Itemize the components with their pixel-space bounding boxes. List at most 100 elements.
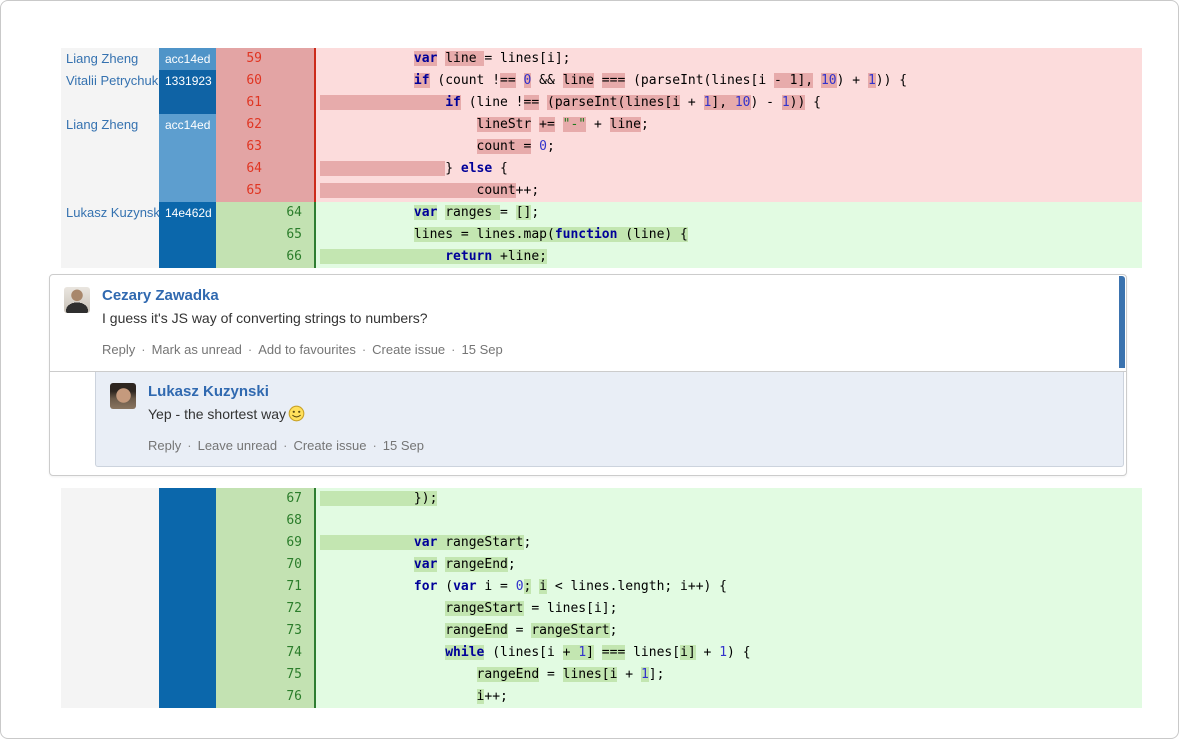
author-name xyxy=(61,598,159,620)
code-line: count++; xyxy=(314,180,1142,202)
code-line: var rangeStart; xyxy=(314,532,1142,554)
comment-action-link[interactable]: Reply xyxy=(148,438,182,453)
author-name: Vitalii Petrychuk xyxy=(61,70,159,92)
commit-hash xyxy=(159,532,216,554)
new-line-number[interactable]: 66 xyxy=(262,246,314,268)
new-line-number[interactable]: 70 xyxy=(262,554,314,576)
comment-action-link[interactable]: Reply xyxy=(102,342,136,357)
comment-action-link[interactable]: Create issue xyxy=(293,438,367,453)
new-line-number[interactable] xyxy=(262,92,314,114)
commit-hash xyxy=(159,576,216,598)
old-line-number[interactable] xyxy=(216,554,262,576)
commit-hash xyxy=(159,642,216,664)
comment-date: 15 Sep xyxy=(382,438,424,453)
commit-hash[interactable]: 14e462d xyxy=(159,202,216,224)
comment-action-link[interactable]: Mark as unread xyxy=(151,342,242,357)
author-name xyxy=(61,224,159,246)
comment-action-link[interactable]: Leave unread xyxy=(197,438,278,453)
new-line-number[interactable] xyxy=(262,114,314,136)
new-line-number[interactable]: 71 xyxy=(262,576,314,598)
new-line-number[interactable]: 65 xyxy=(262,224,314,246)
new-line-number[interactable]: 64 xyxy=(262,202,314,224)
author-name xyxy=(61,158,159,180)
old-line-number[interactable]: 62 xyxy=(216,114,262,136)
diff-row: 75 rangeEnd = lines[i + 1]; xyxy=(61,664,1142,686)
new-line-number[interactable] xyxy=(262,158,314,180)
old-line-number[interactable]: 60 xyxy=(216,70,262,92)
divider xyxy=(50,371,1126,372)
old-line-number[interactable]: 65 xyxy=(216,180,262,202)
diff-row: 70 var rangeEnd; xyxy=(61,554,1142,576)
avatar xyxy=(110,383,136,409)
comment-action-link[interactable]: Create issue xyxy=(372,342,446,357)
author-name xyxy=(61,554,159,576)
diff-row: 65 count++; xyxy=(61,180,1142,202)
new-line-number[interactable] xyxy=(262,48,314,70)
old-line-number[interactable] xyxy=(216,488,262,510)
diff-row: 69 var rangeStart; xyxy=(61,532,1142,554)
old-line-number[interactable] xyxy=(216,532,262,554)
old-line-number[interactable] xyxy=(216,224,262,246)
diff-row: 65 lines = lines.map(function (line) { xyxy=(61,224,1142,246)
action-separator: · xyxy=(361,342,367,357)
unread-indicator xyxy=(1119,276,1125,368)
author-name: Lukasz Kuzynski xyxy=(61,202,159,224)
diff-row: 67 }); xyxy=(61,488,1142,510)
commit-hash xyxy=(159,510,216,532)
diff-row: 61 if (line !== (parseInt(lines[i + 1], … xyxy=(61,92,1142,114)
old-line-number[interactable] xyxy=(216,598,262,620)
code-line: i++; xyxy=(314,686,1142,708)
code-line: count = 0; xyxy=(314,136,1142,158)
new-line-number[interactable]: 72 xyxy=(262,598,314,620)
new-line-number[interactable]: 68 xyxy=(262,510,314,532)
author-name xyxy=(61,686,159,708)
new-line-number[interactable]: 69 xyxy=(262,532,314,554)
code-line: lineStr += "-" + line; xyxy=(314,114,1142,136)
comment-action-link[interactable]: Add to favourites xyxy=(258,342,356,357)
code-line: if (line !== (parseInt(lines[i + 1], 10)… xyxy=(314,92,1142,114)
comment-text: Yep - the shortest way xyxy=(148,405,424,424)
new-line-number[interactable]: 67 xyxy=(262,488,314,510)
old-line-number[interactable] xyxy=(216,642,262,664)
diff-row: 63 count = 0; xyxy=(61,136,1142,158)
old-line-number[interactable] xyxy=(216,576,262,598)
commit-hash xyxy=(159,136,216,158)
commit-hash xyxy=(159,180,216,202)
new-line-number[interactable] xyxy=(262,136,314,158)
code-line: } else { xyxy=(314,158,1142,180)
commit-hash xyxy=(159,224,216,246)
commit-hash[interactable]: acc14ed xyxy=(159,48,216,70)
new-line-number[interactable] xyxy=(262,70,314,92)
old-line-number[interactable]: 64 xyxy=(216,158,262,180)
new-line-number[interactable]: 74 xyxy=(262,642,314,664)
old-line-number[interactable] xyxy=(216,246,262,268)
code-line: lines = lines.map(function (line) { xyxy=(314,224,1142,246)
old-line-number[interactable] xyxy=(216,202,262,224)
old-line-number[interactable] xyxy=(216,620,262,642)
commit-hash xyxy=(159,246,216,268)
author-name xyxy=(61,642,159,664)
old-line-number[interactable]: 59 xyxy=(216,48,262,70)
new-line-number[interactable]: 75 xyxy=(262,664,314,686)
old-line-number[interactable]: 61 xyxy=(216,92,262,114)
commit-hash[interactable]: 1331923 xyxy=(159,70,216,92)
comment-date: 15 Sep xyxy=(461,342,503,357)
new-line-number[interactable]: 76 xyxy=(262,686,314,708)
old-line-number[interactable] xyxy=(216,664,262,686)
old-line-number[interactable] xyxy=(216,510,262,532)
smiley-emoticon xyxy=(288,405,305,422)
diff-row: 71 for (var i = 0; i < lines.length; i++… xyxy=(61,576,1142,598)
comment-reply: Lukasz Kuzynski Yep - the shortest way R… xyxy=(95,372,1124,467)
new-line-number[interactable] xyxy=(262,180,314,202)
author-name: Liang Zheng xyxy=(61,114,159,136)
new-line-number[interactable]: 73 xyxy=(262,620,314,642)
code-line: while (lines[i + 1] === lines[i] + 1) { xyxy=(314,642,1142,664)
action-separator: · xyxy=(187,438,192,453)
old-line-number[interactable] xyxy=(216,686,262,708)
old-line-number[interactable]: 63 xyxy=(216,136,262,158)
commit-hash[interactable]: acc14ed xyxy=(159,114,216,136)
